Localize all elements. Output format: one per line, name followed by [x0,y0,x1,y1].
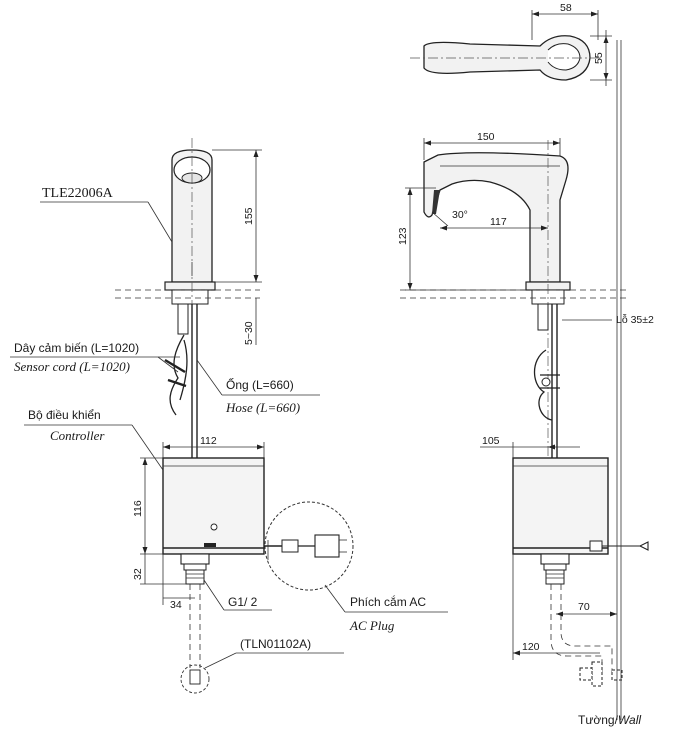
label-controller-en: Controller [50,428,105,443]
dim-connector-height: 32 [132,568,144,580]
label-wall-en: Wall [618,713,641,727]
label-model: TLE22006A [42,186,114,201]
dim-reach: 150 [477,131,495,143]
side-controller-box [512,457,609,555]
sensor-cord-coil [169,334,188,416]
side-view: 30° [397,40,654,727]
dim-controller-width: 112 [200,435,217,447]
front-controller-box [162,457,265,555]
dim-drain-length: 120 [522,641,540,653]
label-hose-vi: Ống (L=660) [226,377,294,392]
dim-connector-offset: 34 [170,599,182,611]
dim-top-width: 58 [560,2,572,14]
front-base-flange [164,281,216,291]
label-plug-vi: Phích cắm AC [350,594,426,609]
dim-spout-angle: 30° [452,209,468,221]
dim-spout-height: 155 [243,207,255,225]
label-sensor-cord-vi: Dây cảm biến (L=1020) [14,341,139,355]
label-wall-vi: Tường/ [578,713,619,727]
label-hose-en: Hose (L=660) [225,400,300,415]
label-thread: G1/ 2 [228,595,258,609]
dim-side-controller-depth: 105 [482,435,500,447]
label-controller-vi: Bộ điều khiển [28,408,101,422]
dim-controller-height: 116 [132,500,144,517]
ac-plug-circle [264,501,354,591]
label-plug-en: AC Plug [349,618,395,633]
dim-top-depth: 55 [593,52,605,64]
label-wall: Tường/Wall [578,713,641,727]
front-view: 155 5~30 112 116 32 34 TLE22006A Dây cảm… [10,138,448,694]
dim-reach-inner: 117 [490,216,507,228]
dim-drain-offset: 70 [578,601,590,613]
top-view: 58 55 [410,2,612,86]
accessory-circle [180,664,210,694]
front-connector [180,553,210,565]
label-hole: Lỗ 35±2 [616,313,654,326]
label-accessory: (TLN01102A) [240,637,311,651]
dim-outlet-height: 123 [397,227,409,245]
side-spout-body [423,152,569,283]
label-sensor-cord-en: Sensor cord (L=1020) [14,359,130,374]
dim-deck-thickness: 5~30 [243,321,255,345]
